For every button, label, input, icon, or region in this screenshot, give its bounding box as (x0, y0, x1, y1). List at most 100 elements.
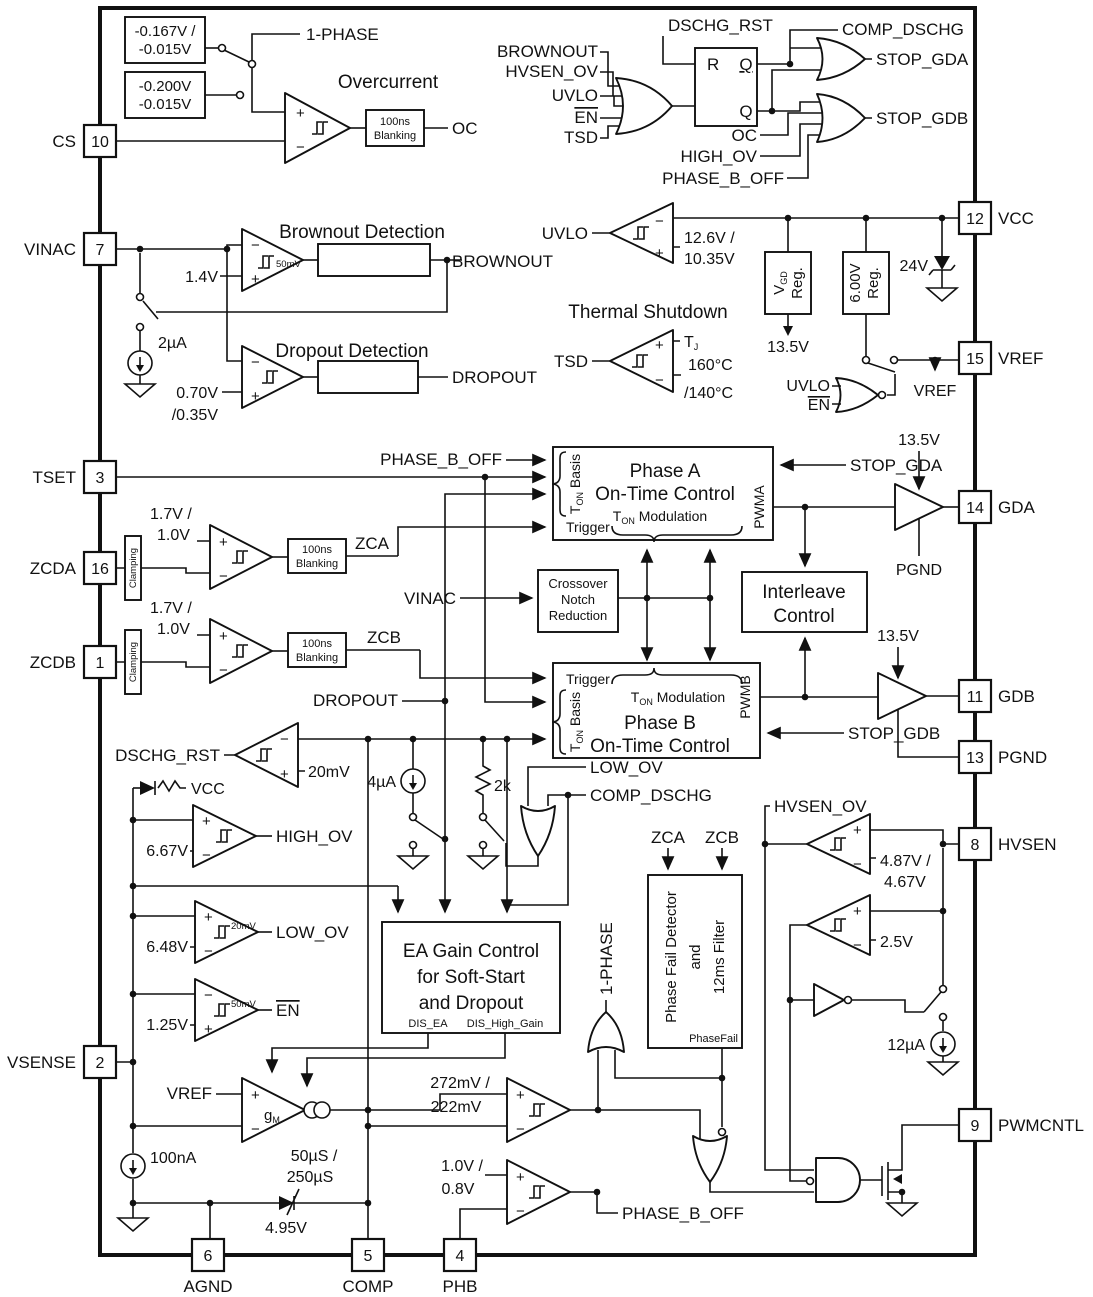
pins: 10 CS 7 VINAC 3 TSET 16 ZCDA 1 ZCDB 2 VS… (7, 123, 1084, 1296)
phase-a-trigger: Trigger (566, 519, 610, 535)
dropout-thr-2: /0.35V (172, 407, 219, 424)
crossover-line2: Notch (561, 592, 595, 607)
phb-comparator (506, 1159, 571, 1225)
zca-label: ZCA (355, 534, 390, 553)
pin-number: 3 (96, 470, 105, 487)
nor-bubble (877, 390, 887, 400)
high-ov-threshold: 6.67V (146, 843, 188, 860)
one-phase-vertical-label: 1-PHASE (597, 922, 616, 995)
in-tsd: TSD (564, 128, 598, 147)
ic-boundary (98, 6, 977, 1257)
phase-a-section: PHASE_B_OFF Phase A On-Time Control TON … (380, 432, 959, 579)
pin-tset: 3 TSET (33, 459, 118, 495)
minus-sign: − (219, 662, 228, 679)
pin-number: 9 (971, 1118, 980, 1135)
comp-discharge-section: − + DSCHG_RST 20mV DROPOUT VCC 4µA 2k LO… (115, 691, 712, 914)
zcd-b-section: Clamping 1.7V / 1.0V + − 100ns Blanking … (116, 600, 545, 695)
phase-fail-section: ZCA ZCB Phase Fail Detector and 12ms Fil… (614, 828, 814, 1193)
thermal-title: Thermal Shutdown (568, 302, 727, 323)
hvsen-ov-thr-2: 4.67V (884, 874, 926, 891)
dschg-rst-output-label: DSCHG_RST (115, 746, 220, 765)
phase-a-ton-basis: TON Basis (567, 454, 585, 514)
vinac-input-label: VINAC (404, 589, 456, 608)
latch-qbar: Q (739, 55, 752, 74)
dis-high-gain-label: DIS_High_Gain (467, 1018, 543, 1030)
pin-name: VSENSE (7, 1053, 76, 1072)
overcurrent-title: Overcurrent (338, 72, 439, 93)
pin-hvsen: 8 HVSEN (957, 826, 1057, 862)
pin-gda: 14 GDA (957, 489, 1036, 525)
oc-output-label: OC (452, 119, 478, 138)
100na-label: 100nA (150, 1150, 197, 1167)
pin-number: 13 (966, 750, 984, 767)
supply-section: − + UVLO 12.6V / 10.35V VGD Reg. 13.5V 6… (542, 202, 959, 414)
phase-b-title-2: On-Time Control (590, 736, 730, 757)
tsd-thr-2: /140°C (684, 385, 733, 402)
minus-sign: − (853, 937, 862, 954)
plus-sign: + (853, 822, 862, 839)
ground-icon (927, 1061, 959, 1076)
zcdb-thr-2: 1.0V (157, 621, 190, 638)
brownout-dropout-section: Brownout Detection − + 50mV 1.4V BROWNOU… (116, 222, 553, 424)
uvlo-label: UVLO (542, 224, 588, 243)
gm-amplifier (241, 1077, 306, 1143)
pfail-line2: and (687, 944, 704, 969)
blanking-line2: Blanking (296, 558, 338, 570)
plus-sign: + (516, 1087, 525, 1104)
dschg-rst-label: DSCHG_RST (668, 16, 773, 35)
pfail-zcb-label: ZCB (705, 828, 739, 847)
hvsen-pf-comparator (806, 894, 871, 956)
phase-a-ton-modulation: TON Modulation (613, 508, 707, 526)
pwmb-label: PWMB (737, 675, 753, 719)
phase-b-title-1: Phase B (624, 713, 696, 734)
pfail-line1: Phase Fail Detector (663, 891, 680, 1023)
pwmcntl-nand-gate (815, 1157, 861, 1203)
ground-icon (397, 855, 429, 870)
pin-name: VREF (998, 349, 1043, 368)
oc-blanking-box (365, 109, 425, 147)
zcda-thr-2: 1.0V (157, 527, 190, 544)
tsd-thr-1: 160°C (688, 357, 733, 374)
pin-comp: 5 COMP (343, 1237, 394, 1296)
crossover-line1: Crossover (548, 576, 608, 591)
vref-regulator (842, 251, 890, 315)
gda-driver-supply: 13.5V (898, 432, 940, 449)
gda-driver (894, 483, 944, 531)
phb-thr-1: 1.0V / (441, 1158, 483, 1175)
tsd-label: TSD (554, 352, 588, 371)
pwm-272mv-comparator (506, 1077, 571, 1143)
minus-sign: − (853, 856, 862, 873)
pin-name: PGND (998, 748, 1047, 767)
error-amplifier-section: VREF + − gM 100nA 50µS / 250µS 4.95V (116, 1058, 372, 1239)
pwmcntl-section (805, 1124, 959, 1217)
pin-name: PWMCNTL (998, 1116, 1084, 1135)
phase-b-ton-modulation: TON Modulation (631, 689, 725, 707)
inverter-bubble (843, 995, 853, 1005)
pin-number: 5 (364, 1248, 373, 1265)
pin-vcc: 12 VCC (957, 200, 1034, 236)
zcd-a-section: Clamping 1.7V / 1.0V + − 100ns Blanking … (116, 506, 545, 601)
in-hvsen-ov: HVSEN_OV (505, 62, 598, 81)
plus-sign: + (516, 1169, 525, 1186)
oc-threshold-box-2phase (124, 16, 206, 64)
ea-line3: and Dropout (419, 993, 524, 1014)
phase-a-title-1: Phase A (630, 461, 701, 482)
uvlo-comparator (609, 202, 674, 264)
stop-gda-or-gate (816, 37, 866, 81)
phase-b-block (552, 662, 761, 759)
hvsen-inverter (813, 983, 845, 1017)
phase-b-trigger: Trigger (566, 671, 610, 687)
pin-number: 7 (96, 242, 105, 259)
pfail-zca-label: ZCA (651, 828, 686, 847)
plus-sign: + (280, 766, 289, 783)
pin-number: 14 (966, 500, 984, 517)
oc-thr-lo-2: -0.015V (139, 96, 192, 113)
dropout-output-label: DROPOUT (452, 368, 537, 387)
2k-label: 2k (494, 778, 512, 795)
high-ov-comparator (192, 804, 257, 868)
zcdb-clamping-box (124, 629, 142, 695)
brownout-filter-box (317, 243, 431, 277)
ground-icon (117, 1217, 149, 1232)
